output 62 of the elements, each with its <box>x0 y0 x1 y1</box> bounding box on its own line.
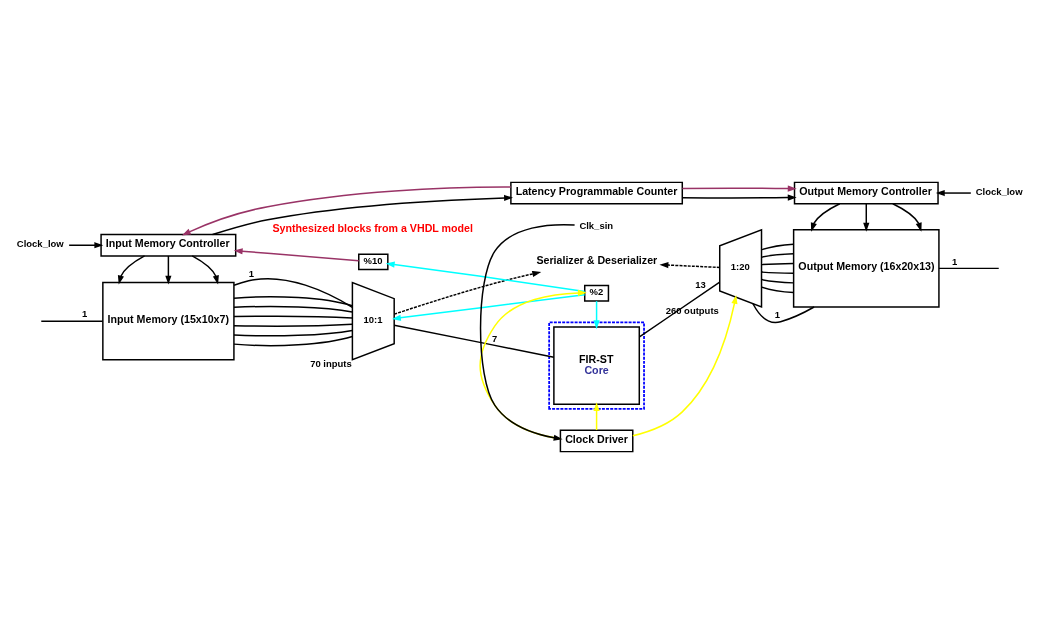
connector <box>761 270 795 274</box>
edge-label: 7 <box>491 332 498 344</box>
edge-label: 1 <box>82 307 88 319</box>
connector <box>761 285 795 293</box>
node-text: Clock_low <box>975 185 1023 197</box>
connector <box>761 278 795 284</box>
arrow <box>233 247 360 261</box>
arrow <box>935 189 972 196</box>
arrow <box>593 299 600 329</box>
node-text: Clock_low <box>16 237 64 249</box>
arrow <box>191 254 219 284</box>
node-box: Latency Programmable Counter <box>510 181 684 204</box>
node-text: Serializer & Deserializer <box>536 253 658 266</box>
connector <box>233 305 354 313</box>
node-label: 70 inputs <box>310 357 352 369</box>
node-box: 1:20 <box>719 228 763 308</box>
node-box: FIR-ST Core <box>553 325 641 405</box>
node-box: Input Memory Controller <box>100 233 237 257</box>
connector <box>638 280 721 338</box>
node-text: Clk_sin <box>579 219 614 231</box>
arrow <box>181 185 512 236</box>
arrow <box>385 261 586 292</box>
arrow <box>863 202 870 232</box>
arrow <box>393 270 542 315</box>
node-box: %10 <box>358 252 389 270</box>
connector <box>233 315 354 319</box>
edge-label: 1 <box>248 267 255 279</box>
connector <box>233 323 354 327</box>
connector <box>393 323 555 358</box>
connector <box>233 277 354 308</box>
connector <box>761 242 795 250</box>
arrow <box>391 293 586 321</box>
arrow <box>211 194 513 235</box>
arrow <box>479 223 576 441</box>
node-box: Clock Driver <box>559 429 634 452</box>
node-box: 10:1 <box>351 281 395 361</box>
connector <box>938 267 1000 269</box>
arrow <box>165 254 172 285</box>
arrow <box>68 241 104 248</box>
connector <box>40 319 104 322</box>
arrow <box>593 401 600 431</box>
arrow <box>632 294 738 437</box>
node-box: %2 <box>584 284 610 302</box>
arrow <box>681 193 797 201</box>
edge-label: 1 <box>951 255 958 267</box>
arrow <box>681 184 797 192</box>
label: Synthesized blocks from a VHDL model <box>272 221 474 234</box>
arrow <box>117 254 146 284</box>
connector <box>233 295 354 306</box>
node-box: Input Memory (15x10x7) <box>102 281 235 360</box>
connector <box>761 262 795 265</box>
connector <box>761 252 795 258</box>
edge-label: 13 <box>695 278 706 290</box>
arrow <box>810 202 841 232</box>
connector <box>233 329 354 337</box>
connector <box>233 335 354 346</box>
node-box: Output Memory (16x20x13) <box>792 228 940 308</box>
arrow <box>659 261 721 268</box>
node-box: Output Memory Controller <box>793 181 939 204</box>
edge-label: 1 <box>774 308 780 320</box>
connector <box>752 302 815 323</box>
arrow <box>892 202 922 232</box>
